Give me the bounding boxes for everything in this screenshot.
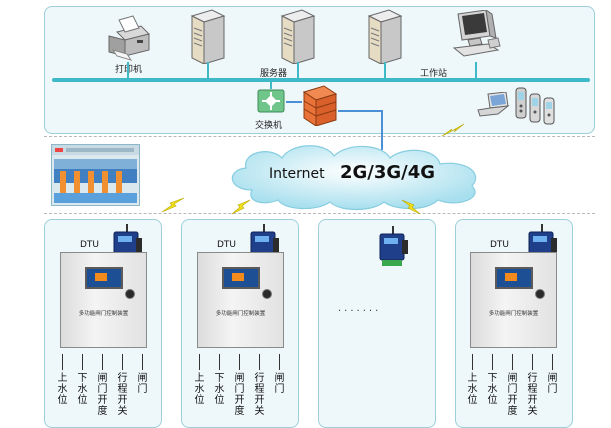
field-unit-panel-3 xyxy=(318,219,436,428)
signal-wire-1-2 xyxy=(82,354,83,370)
cabinet-knob-4[interactable] xyxy=(535,289,545,299)
internet-cloud xyxy=(222,140,492,212)
network-generation-label: 2G/3G/4G xyxy=(340,162,436,183)
signal-wire-2-4 xyxy=(259,354,260,370)
dtu-label-4: DTU xyxy=(490,240,510,250)
wireless-signal-icon-1 xyxy=(440,122,466,138)
switch-firewall-link xyxy=(286,101,302,103)
signal-wire-4-3 xyxy=(512,354,513,370)
signal-wire-1-4 xyxy=(122,354,123,370)
signal-label-4-4: 行程开关 xyxy=(527,373,538,417)
dtu-device-icon-3[interactable] xyxy=(376,226,410,270)
switch-icon[interactable] xyxy=(256,88,286,116)
internet-label: Internet xyxy=(269,166,325,182)
cabinet-knob-2[interactable] xyxy=(262,289,272,299)
firewall-to-internet-link xyxy=(381,110,383,150)
scada-screen-thumbnail[interactable] xyxy=(51,144,140,206)
server-label: 服务器 xyxy=(260,69,288,79)
workstation-icon[interactable] xyxy=(450,8,502,64)
signal-label-1-3: 闸门开度 xyxy=(97,373,108,417)
signal-wire-4-5 xyxy=(552,354,553,370)
signal-label-1-2: 下水位 xyxy=(77,373,88,406)
server-link-3 xyxy=(384,62,386,78)
lan-bus xyxy=(52,78,590,82)
signal-wire-4-1 xyxy=(472,354,473,370)
signal-label-1-5: 闸门 xyxy=(137,373,148,395)
signal-label-2-3: 闸门开度 xyxy=(234,373,245,417)
cabinet-knob-1[interactable] xyxy=(125,289,135,299)
laptop-icon[interactable] xyxy=(476,91,510,118)
server-icon-3[interactable] xyxy=(365,8,405,65)
dtu-label-1: DTU xyxy=(80,240,100,250)
signal-wire-2-5 xyxy=(279,354,280,370)
cabinet-title-1: 多功能闸门控制装置 xyxy=(78,311,129,317)
firewall-icon[interactable] xyxy=(302,84,338,127)
wireless-signal-icon-3 xyxy=(230,198,252,216)
mobile-phone-icon-2[interactable] xyxy=(528,92,542,124)
server-icon-2[interactable] xyxy=(278,8,318,65)
signal-label-4-5: 闸门 xyxy=(547,373,558,395)
separator-top xyxy=(44,136,595,137)
wireless-signal-icon-4 xyxy=(400,198,422,216)
separator-bottom xyxy=(44,213,595,214)
workstation-link xyxy=(475,62,477,78)
signal-label-4-1: 上水位 xyxy=(467,373,478,406)
printer-icon[interactable] xyxy=(103,12,153,62)
signal-wire-1-5 xyxy=(142,354,143,370)
signal-label-4-3: 闸门开度 xyxy=(507,373,518,417)
signal-wire-1-1 xyxy=(62,354,63,370)
cabinet-display-1 xyxy=(85,267,123,289)
firewall-route-link xyxy=(338,110,382,112)
signal-wire-4-2 xyxy=(492,354,493,370)
signal-label-2-5: 闸门 xyxy=(274,373,285,395)
control-cabinet-1: 多功能闸门控制装置 xyxy=(60,252,147,348)
printer-link xyxy=(127,62,129,78)
signal-wire-2-1 xyxy=(199,354,200,370)
workstation-label: 工作站 xyxy=(420,69,448,79)
cabinet-display-4 xyxy=(495,267,533,289)
signal-label-4-2: 下水位 xyxy=(487,373,498,406)
switch-uplink xyxy=(270,80,272,89)
server-link-2 xyxy=(297,62,299,78)
signal-wire-1-3 xyxy=(102,354,103,370)
signal-wire-4-4 xyxy=(532,354,533,370)
signal-label-2-2: 下水位 xyxy=(214,373,225,406)
control-cabinet-2: 多功能闸门控制装置 xyxy=(197,252,284,348)
mobile-phone-icon-1[interactable] xyxy=(514,86,528,120)
wireless-signal-icon-2 xyxy=(160,196,186,214)
control-cabinet-4: 多功能闸门控制装置 xyxy=(470,252,557,348)
cabinet-title-2: 多功能闸门控制装置 xyxy=(215,311,266,317)
signal-label-1-4: 行程开关 xyxy=(117,373,128,417)
mobile-phone-icon-3[interactable] xyxy=(542,96,556,126)
cabinet-display-2 xyxy=(222,267,260,289)
cabinet-title-4: 多功能闸门控制装置 xyxy=(488,311,539,317)
signal-wire-2-3 xyxy=(239,354,240,370)
server-icon-1[interactable] xyxy=(188,8,228,65)
switch-label: 交换机 xyxy=(255,121,283,131)
dtu-label-2: DTU xyxy=(217,240,237,250)
server-link-1 xyxy=(207,62,209,78)
signal-label-2-4: 行程开关 xyxy=(254,373,265,417)
more-units-ellipsis: ······· xyxy=(338,306,382,317)
signal-wire-2-2 xyxy=(219,354,220,370)
signal-label-1-1: 上水位 xyxy=(57,373,68,406)
dtu-device-icon-1[interactable] xyxy=(110,224,144,268)
signal-label-2-1: 上水位 xyxy=(194,373,205,406)
